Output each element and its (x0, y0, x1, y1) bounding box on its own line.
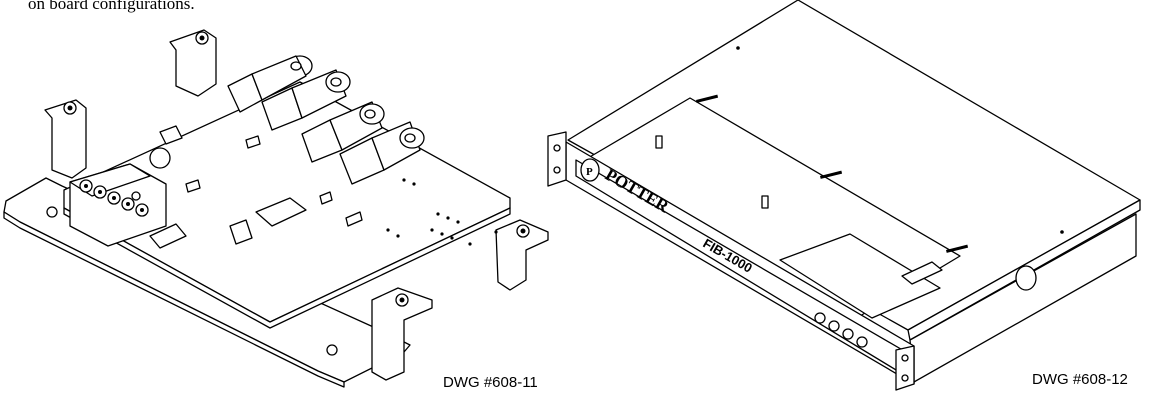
board-assembly-drawing (3, 29, 549, 388)
component (245, 135, 261, 149)
potter-logo-icon (580, 158, 600, 182)
rack-ear-left (547, 131, 567, 187)
rack-chassis-drawing: P (547, 0, 1141, 391)
bracket-bottom (371, 287, 433, 381)
screw (326, 344, 338, 356)
component (149, 223, 187, 249)
bracket-top (169, 29, 217, 97)
bnc-connector (261, 69, 351, 131)
screw (46, 206, 58, 218)
component (345, 211, 363, 227)
bnc-connector (301, 101, 385, 163)
screw (131, 191, 141, 201)
drawing-label-left: DWG #608-11 (443, 374, 538, 391)
front-bnc-connectors (814, 312, 868, 348)
rack-ear-right (895, 345, 915, 391)
chassis-terminal-block (901, 261, 943, 285)
vent-slot (696, 94, 719, 103)
side-panel-hole (1015, 265, 1037, 291)
component (229, 219, 253, 245)
component (159, 125, 183, 145)
bracket-right (495, 219, 549, 291)
component (319, 191, 333, 205)
vent-slot (946, 244, 969, 253)
logo-letter: P (586, 166, 593, 178)
base-plate-edge (3, 211, 345, 388)
ic-chip (255, 197, 307, 227)
bracket-left (44, 99, 87, 179)
bnc-connector (227, 55, 313, 113)
vent-slot (820, 170, 843, 179)
terminal-block (69, 163, 167, 247)
top-caption-fragment: on board configurations. (28, 0, 195, 13)
component (185, 179, 201, 193)
capacitor (149, 147, 171, 169)
standoff (761, 195, 769, 209)
internal-board (779, 233, 941, 319)
board-dots (386, 178, 498, 246)
standoff (655, 135, 663, 149)
pc-board-edge (63, 207, 511, 329)
bnc-connector (339, 121, 425, 185)
drawing-label-right: DWG #608-12 (1032, 371, 1128, 388)
